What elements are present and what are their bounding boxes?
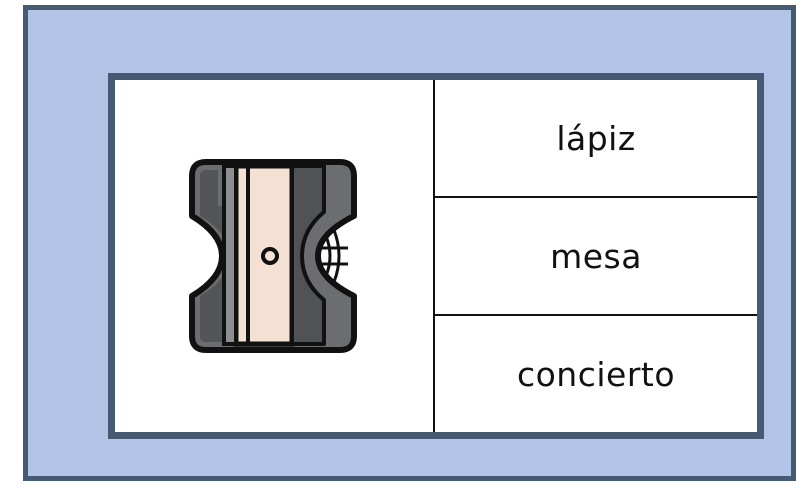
pencil-sharpener-icon [189,159,357,353]
option-lapiz[interactable]: lápiz [556,118,636,158]
option-mesa[interactable]: mesa [435,196,757,314]
picture-cell [115,80,435,432]
word-card: lápiz mesa concierto [108,73,764,439]
activity-frame: lápiz mesa concierto [23,5,796,481]
option-concierto[interactable]: concierto [435,314,757,432]
answer-options: lápiz mesa concierto [435,80,757,432]
